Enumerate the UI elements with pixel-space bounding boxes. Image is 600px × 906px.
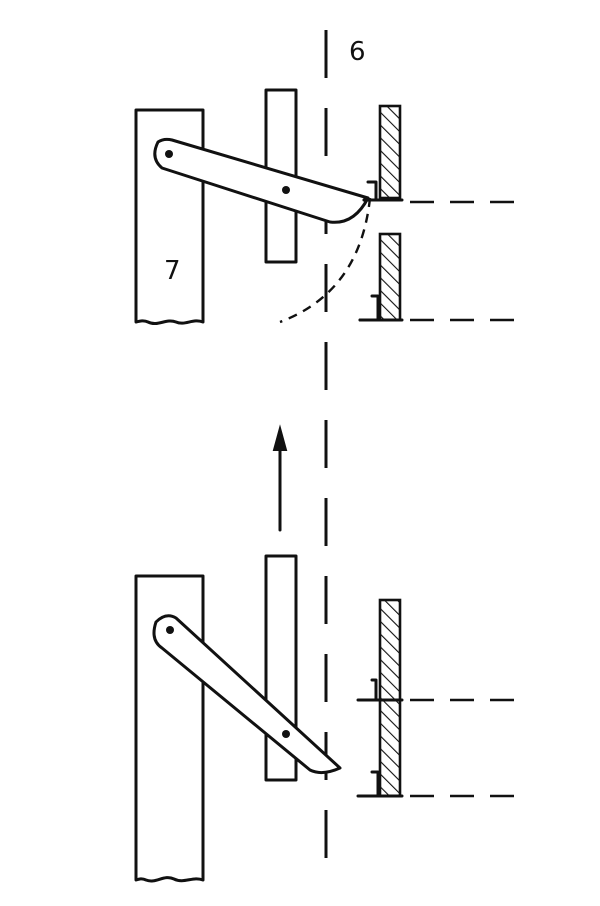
swing-arc-path [279,197,372,324]
bottom-view [134,554,520,883]
hatched-wall-lower-top [378,232,402,322]
lever-pivot-top [165,150,173,158]
arrow-up-icon [272,424,288,532]
lever-arm-bottom [152,614,342,775]
lever-pin-bottom [282,730,290,738]
stop-block-upper-bottom [358,678,378,702]
lever-pivot-bottom [166,626,174,634]
label-part-6: 6 [349,37,366,67]
stop-block-lower-bottom [358,770,380,798]
hatched-wall-bottom [378,598,402,798]
hatched-wall-upper-top [378,104,402,200]
lever-arm-top [153,137,370,224]
lever-pin-top [282,186,290,194]
label-part-7: 7 [164,256,181,286]
top-view: 7 [134,88,530,326]
stop-block-lower-top [358,294,380,322]
